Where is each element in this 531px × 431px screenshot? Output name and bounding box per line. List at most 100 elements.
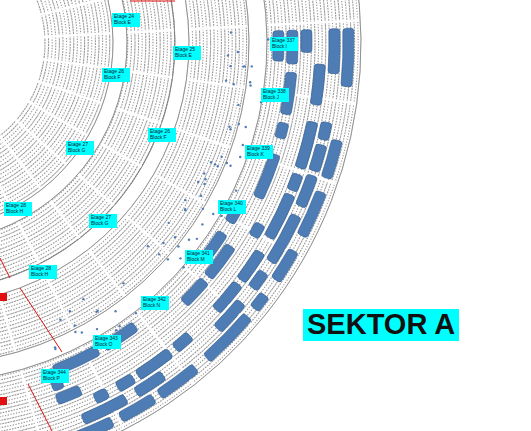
single-seat (227, 54, 229, 56)
block-label: Etage 342 Block N (141, 296, 169, 310)
seat-row (0, 0, 243, 359)
radial-aisle (0, 130, 198, 390)
single-seat (242, 65, 244, 67)
single-seat (135, 312, 137, 314)
block-label: Etage 25 Block E (173, 46, 201, 60)
aisle-edge (0, 0, 127, 243)
block-label: Etage 28 Block H (29, 265, 57, 279)
single-seat (220, 156, 222, 158)
available-seats (70, 418, 113, 431)
block-label: Etage 24 Block E (112, 13, 140, 27)
single-seat (82, 298, 84, 300)
available-seats (275, 122, 288, 139)
radial-aisle (10, 115, 259, 331)
single-seat (230, 31, 232, 33)
seat-row (0, 0, 329, 431)
aisle-edge (0, 0, 189, 305)
red-marker (0, 397, 7, 405)
single-seat (220, 215, 222, 217)
single-seat (235, 189, 237, 191)
seat-row (0, 0, 297, 413)
single-seat (196, 238, 198, 240)
block-label: Etage 26 Block F (148, 128, 176, 142)
block-label: Etage 340 Block L (218, 200, 246, 214)
seat-row (0, 0, 239, 355)
available-seats (272, 249, 297, 282)
label-text: Etage 24 Block E (114, 14, 138, 26)
available-seats (318, 122, 331, 141)
single-seat (267, 38, 269, 40)
available-seats (94, 389, 109, 403)
single-seat (54, 346, 56, 348)
red-marker (0, 293, 7, 301)
available-seats (301, 30, 312, 53)
single-seat (162, 242, 164, 244)
label-text: Etage 344 Block P (43, 370, 67, 382)
single-seat (184, 209, 186, 211)
available-seats (250, 223, 264, 239)
radial-aisle (31, 79, 343, 186)
single-seat (158, 253, 160, 255)
label-text: Etage 26 Block F (150, 129, 174, 141)
single-seat (204, 178, 206, 180)
available-seats (158, 365, 198, 398)
single-seat (203, 172, 205, 174)
seat-row (0, 0, 218, 334)
single-seat (229, 165, 231, 167)
label-text: Etage 340 Block L (220, 201, 244, 213)
section-border (20, 288, 62, 352)
single-seat (114, 310, 116, 312)
seat-row (0, 0, 232, 348)
single-seat (238, 123, 240, 125)
single-seat (233, 83, 235, 85)
single-seat (182, 266, 184, 268)
single-seat (115, 329, 117, 331)
available-seats (56, 386, 82, 404)
available-seats (181, 278, 207, 305)
seat-row (0, 0, 268, 384)
available-seats (341, 28, 354, 87)
seat-row (0, 0, 139, 255)
seat-row (0, 0, 92, 208)
single-seat (200, 195, 202, 197)
seat-row (0, 0, 344, 431)
seat-row (0, 0, 322, 431)
seat-row (0, 0, 193, 309)
seat-row (0, 0, 358, 431)
label-text: Etage 27 Block G (68, 142, 92, 154)
single-seat (245, 126, 247, 128)
block-label: Etage 28 Block H (4, 202, 32, 216)
seat-row (0, 0, 319, 431)
seat-row (0, 0, 293, 409)
label-text: Etage 28 Block H (6, 203, 30, 215)
single-seat (249, 81, 251, 83)
block-label: Etage 339 Block K (245, 145, 273, 159)
seat-row (0, 0, 347, 431)
single-seat (184, 208, 186, 210)
seat-row (0, 0, 167, 283)
single-seat (217, 165, 219, 167)
seat-row (0, 0, 146, 262)
label-text: Etage 343 Block O (95, 336, 119, 348)
radial-aisle (37, 20, 367, 37)
single-seat (179, 257, 181, 259)
single-seat (184, 199, 186, 201)
available-seats (173, 333, 192, 351)
block-label: Etage 337 Block I (270, 37, 298, 51)
single-seat (251, 65, 253, 67)
single-seat (203, 183, 205, 185)
seat-row (0, 0, 149, 265)
single-seat (249, 84, 251, 86)
available-seats (322, 140, 342, 179)
label-text: Etage 28 Block H (31, 266, 55, 278)
single-seat (229, 65, 231, 67)
single-seat (212, 213, 214, 215)
single-seat (202, 208, 204, 210)
seat-row (0, 0, 95, 211)
single-seat (177, 245, 179, 247)
single-seat (201, 223, 203, 225)
available-seats (251, 293, 268, 311)
